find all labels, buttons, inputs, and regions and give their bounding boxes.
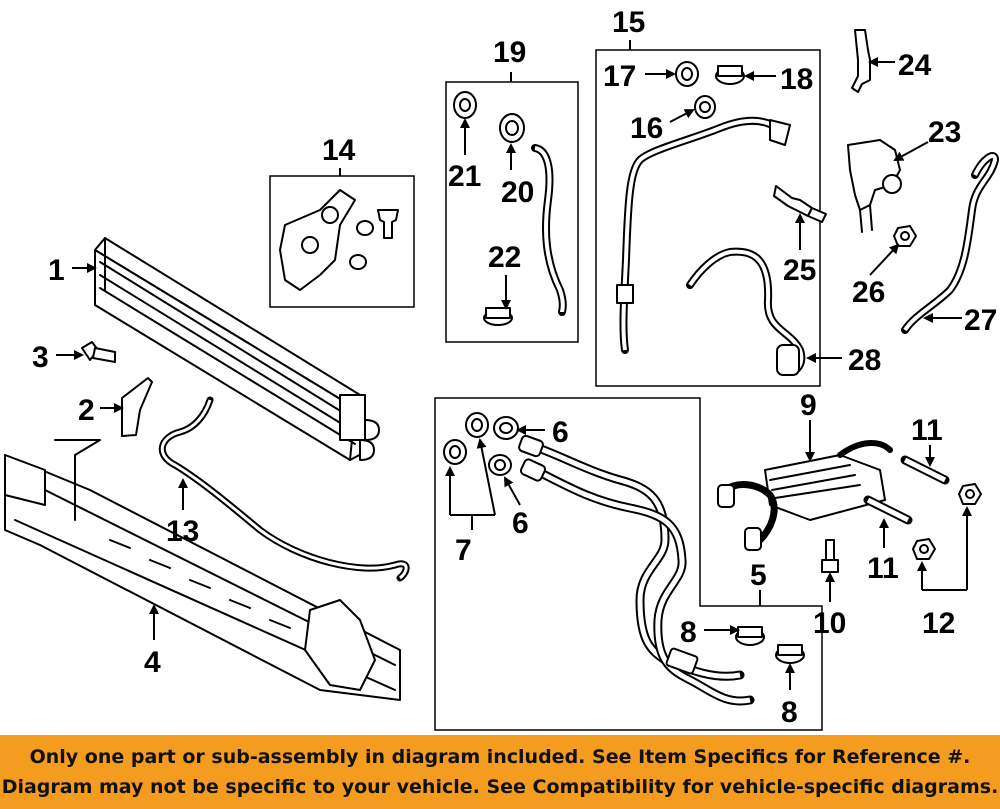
hose-part-13-inner: [161, 399, 408, 580]
label-28: 28: [848, 344, 881, 377]
disclaimer-line-1: Only one part or sub-assembly in diagram…: [29, 746, 971, 768]
label-22: 22: [488, 241, 521, 274]
label-15: 15: [612, 6, 645, 39]
nut-part-26: [893, 225, 917, 247]
label-7: 7: [455, 534, 472, 567]
label-17: 17: [603, 60, 636, 93]
label-1: 1: [48, 254, 65, 287]
label-12: 12: [922, 607, 955, 640]
label-26: 26: [852, 276, 885, 309]
fitting-part-15: [616, 284, 634, 304]
seal-part-6-upper: [493, 416, 519, 440]
label-8a: 8: [680, 616, 697, 649]
label-24: 24: [898, 49, 932, 82]
fitting-part-28: [776, 344, 800, 376]
group-box-5: [434, 397, 823, 731]
clamp-part-8-upper: [735, 626, 765, 646]
parts-diagram: 1 2 3 4 5 6 6 7 8 8 9 10 11 11 12 13 14 …: [4, 6, 999, 731]
oil-cooler-part: [94, 237, 380, 461]
valve-part-23: [847, 139, 902, 233]
disclaimer-banner: Only one part or sub-assembly in diagram…: [0, 735, 1000, 809]
cooler-part-9: [717, 440, 893, 551]
label-13: 13: [166, 515, 199, 548]
seal-part-7-lower: [443, 439, 467, 465]
label-27: 27: [964, 304, 997, 337]
clamp-part-18: [715, 65, 745, 85]
seal-part-20: [499, 113, 525, 143]
label-2: 2: [78, 394, 95, 427]
sensor-part-25: [773, 185, 827, 223]
label-14: 14: [322, 134, 356, 167]
label-6b: 6: [512, 507, 529, 540]
pipe-assembly-part-5: [518, 434, 755, 706]
hose-part-27-inner: [903, 154, 998, 332]
bracket-part-24: [851, 29, 871, 93]
label-19: 19: [493, 36, 526, 69]
label-5: 5: [750, 559, 767, 592]
disclaimer-line-2: Diagram may not be specific to your vehi…: [1, 776, 999, 798]
label-21: 21: [448, 160, 481, 193]
bolt-part-3: [81, 341, 116, 363]
nut-part-17: [675, 61, 699, 87]
pipe-part-28-inner: [688, 249, 804, 374]
bracket-part-2: [121, 377, 153, 437]
clamp-part-22: [483, 307, 513, 326]
label-23: 23: [928, 116, 961, 149]
label-11a: 11: [911, 414, 943, 447]
label-10: 10: [813, 607, 846, 640]
seal-part-16: [694, 95, 716, 119]
label-6a: 6: [552, 416, 569, 449]
leader-lines: [56, 40, 972, 690]
seal-part-7-upper: [465, 412, 489, 438]
label-11b: 11: [867, 552, 899, 585]
group-box-14: [269, 175, 415, 308]
nut-part-12-upper: [958, 483, 982, 505]
housing-part-14: [279, 189, 399, 291]
label-9: 9: [800, 389, 817, 422]
label-25: 25: [783, 254, 816, 287]
hose-part-19-inner: [534, 146, 565, 313]
label-20: 20: [501, 176, 534, 209]
seal-part-6-lower: [488, 454, 512, 476]
label-8b: 8: [781, 696, 798, 729]
bolt-part-10: [821, 539, 839, 573]
support-bracket-part-4: [4, 439, 401, 701]
seal-part-21: [453, 91, 477, 119]
label-18: 18: [780, 63, 813, 96]
label-4: 4: [144, 646, 161, 679]
label-3: 3: [32, 341, 49, 374]
nut-part-12-lower: [912, 538, 936, 560]
pipe-part-15-inner: [621, 118, 782, 351]
label-16: 16: [630, 112, 663, 145]
clamp-part-8-lower: [775, 644, 805, 664]
